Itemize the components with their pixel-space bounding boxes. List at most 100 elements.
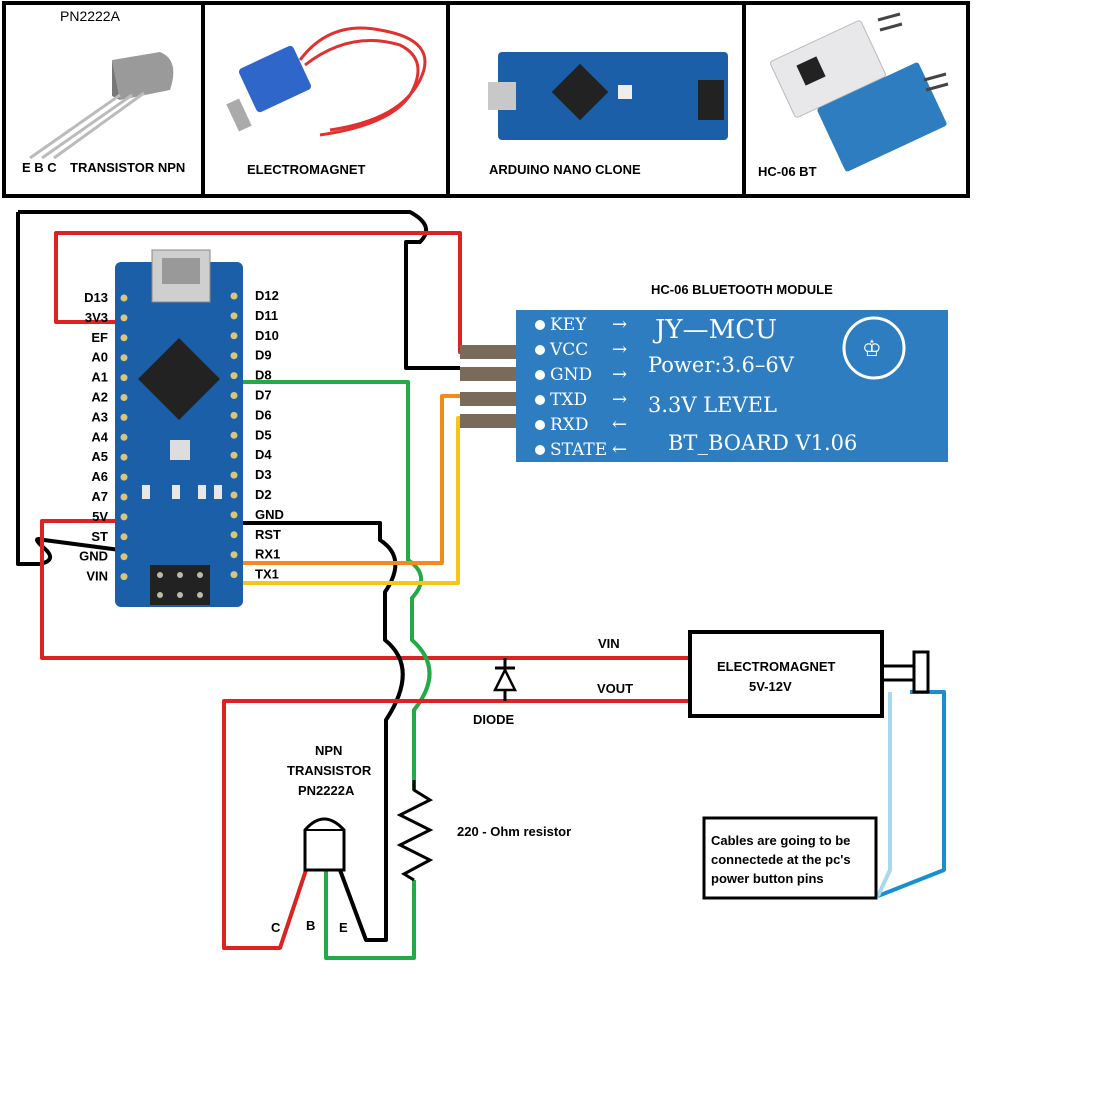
transistor-pin-c: C [271,920,281,935]
arduino-left-pin-a4: A4 [91,429,108,444]
vin-wire-label: VIN [598,636,620,651]
arduino-left-pin-dot [120,553,128,561]
arduino-left-pin-a7: A7 [91,489,108,504]
arduino-right-pin-d3: D3 [255,467,272,482]
wire-red-vout [222,699,690,950]
arduino-right-pin-dot [230,511,238,519]
arduino-right-pin-d12: D12 [255,288,279,303]
arduino-right-pin-dot [230,551,238,559]
arduino-left-pin-5v: 5V [92,509,108,524]
arduino-left-pin-dot [120,473,128,481]
bt-pin-arrow: → [612,339,627,360]
bt-pin-labels: KEY→VCC→GND→TXD→RXD←STATE← [535,314,627,460]
bt-line-1: JY—MCU [652,315,777,345]
electromagnet-block: ELECTROMAGNET 5V-12V [688,630,930,718]
arduino-right-pin-dot [230,451,238,459]
note-line-3: power button pins [711,871,824,886]
arduino-left-pin-dot [120,394,128,401]
wire-red-5v-vin [40,519,690,660]
arduino-right-pin-dot [230,332,238,340]
note-line-2: connectede at the pc's [711,852,851,867]
bt-pin-key: KEY [550,315,587,335]
arduino-left-pin-a3: A3 [91,409,108,424]
header-transistor-panel: PN2222A E B C TRANSISTOR NPN [22,8,185,175]
vout-wire-label: VOUT [597,681,633,696]
transistor-part-number: PN2222A [60,8,121,24]
note-line-1: Cables are going to be [711,833,850,848]
arduino-left-pin-dot [120,433,128,441]
bt-pin-dot [535,395,545,405]
arduino-right-pin-dot [230,531,238,539]
arduino-left-pin-a5: A5 [91,449,108,464]
arduino-right-pin-dot [230,312,238,320]
arduino-right-pin-gnd: GND [255,507,284,522]
header-arduino-caption: ARDUINO NANO CLONE [489,162,641,177]
transistor-labels: NPN TRANSISTOR PN2222A [287,743,372,798]
wires [16,210,946,960]
arduino-right-pin-dot [230,491,238,499]
arduino-right-pin-d11: D11 [255,308,278,323]
arduino-right-pin-dot [230,431,238,439]
arduino-left-pin-d13: D13 [84,290,108,305]
arduino-left-pin-a6: A6 [91,469,108,484]
header-electromagnet-panel: ELECTROMAGNET [226,26,427,177]
arduino-right-pin-dot [230,392,238,399]
arduino-right-pin-d8: D8 [255,368,272,383]
arduino-left-pin-a1: A1 [91,370,108,385]
bt-pin-dot [535,420,545,430]
bt-pin-txd: TXD [550,390,587,410]
header-arduino-panel: ARDUINO NANO CLONE [488,52,728,177]
arduino-right-pin-tx1: TX1 [255,567,279,582]
bt-pin-dot [535,370,545,380]
transistor-pin-letters: E B C [22,160,57,175]
electromagnet-photo [226,26,427,137]
bt-line-3: 3.3V LEVEL [648,393,777,417]
header-bt-panel: HC-06 BT [758,12,949,179]
arduino-right-pin-d2: D2 [255,487,272,502]
transistor-pin-e: E [339,920,348,935]
bt-pin-dot [535,445,545,455]
bt-line-4: BT_BOARD V1.06 [668,431,857,455]
arduino-right-pin-rst: RST [255,527,281,542]
arduino-left-pin-a2: A2 [91,390,108,405]
resistor-symbol [396,780,434,882]
arduino-right-pin-d9: D9 [255,348,272,363]
wire-green-base [324,870,416,960]
bt-pin-rxd: RXD [550,415,589,435]
bt-line-2: Power:3.6–6V [648,353,795,377]
arduino-right-pin-dot [230,292,238,300]
arduino-left-pin-dot [120,334,128,342]
transistor-label-1: NPN [315,743,342,758]
header-electromagnet-caption: ELECTROMAGNET [247,162,366,177]
electromagnet-label-1: ELECTROMAGNET [717,659,836,674]
arduino-left-pin-dot [120,533,128,541]
diode-symbol [492,658,518,701]
bt-module: ♔ KEY→VCC→GND→TXD→RXD←STATE← JY—MCU Powe… [460,310,948,462]
bt-pin-arrow: ← [612,414,627,435]
arduino-right-pin-d7: D7 [255,388,272,403]
arduino-header-pins [120,292,238,581]
arduino-left-pin-vin: VIN [86,569,108,584]
header-bt-caption: HC-06 BT [758,164,817,179]
arduino-left-pin-dot [120,513,128,521]
arduino-left-pin-dot [120,354,128,362]
bt-logo: ♔ [862,337,882,362]
note-box: Cables are going to be connectede at the… [702,816,878,900]
arduino-left-pin-dot [120,453,128,461]
arduino-right-pin-d10: D10 [255,328,279,343]
arduino-right-pin-dot [230,571,238,579]
arduino-right-pin-dot [230,372,238,380]
arduino-left-pin-dot [120,573,128,581]
arduino-left-pin-3v3: 3V3 [85,310,108,325]
bt-pin-dot [535,345,545,355]
bt-module-title: HC-06 BLUETOOTH MODULE [651,282,833,297]
arduino-left-pin-gnd: GND [79,549,108,564]
arduino-right-pin-d5: D5 [255,427,272,442]
transistor-label-2: TRANSISTOR [287,763,372,778]
arduino-left-pin-dot [120,374,128,382]
wire-orange-rx [236,394,470,565]
arduino-left-pin-dot [120,413,128,421]
wire-blue-light [876,692,892,897]
arduino-left-pin-st: ST [91,529,108,544]
